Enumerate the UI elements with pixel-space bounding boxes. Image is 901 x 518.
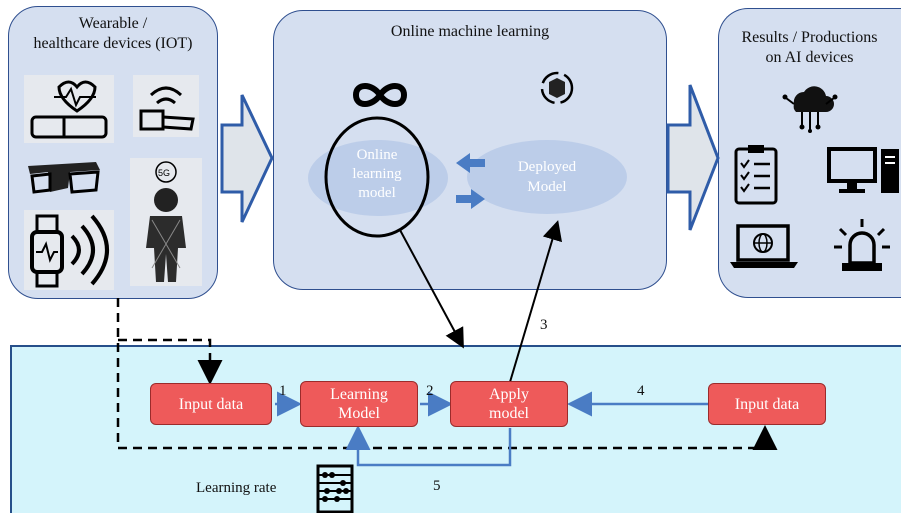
online-model-line3: model — [358, 185, 396, 201]
results-title: Results / Productions on AI devices — [718, 28, 901, 68]
apply-model-line2: model — [489, 405, 529, 422]
deployed-model-label: Deployed Model — [497, 157, 597, 197]
deployed-model-blob — [467, 140, 627, 214]
step-5-label: 5 — [433, 478, 441, 494]
5g-person-icon: 5G — [130, 158, 202, 286]
online-learning-title: Online machine learning — [390, 23, 550, 40]
input-data-left-label: Input data — [178, 395, 244, 413]
apply-model-box: Apply model — [450, 381, 568, 427]
results-title-line2: on AI devices — [765, 49, 854, 66]
abacus-icon — [315, 463, 355, 514]
deployed-model-line1: Deployed — [517, 159, 577, 175]
learning-model-box: Learning Model — [300, 381, 418, 427]
results-panel — [718, 8, 901, 298]
svg-text:5G: 5G — [158, 168, 170, 178]
input-data-right-label: Input data — [734, 395, 800, 413]
cloud-network-icon — [780, 78, 840, 133]
infinity-icon — [350, 80, 410, 110]
online-to-results-arrow — [666, 84, 720, 231]
devices-to-online-arrow — [220, 94, 274, 223]
heart-rate-wristband-icon — [24, 75, 114, 143]
desktop-computer-icon — [825, 145, 901, 195]
apply-model-line1: Apply — [489, 386, 529, 403]
online-to-deploy-arrow — [456, 189, 485, 209]
smart-band-wireless-icon — [133, 75, 199, 137]
input-data-left-box: Input data — [150, 383, 272, 425]
input-data-right-box: Input data — [708, 383, 826, 425]
clipboard-checklist-icon — [732, 143, 780, 205]
alarm-siren-icon — [832, 215, 892, 275]
online-model-blob — [308, 140, 448, 216]
step-3-label: 3 — [540, 317, 548, 333]
step-4-label: 4 — [637, 383, 645, 399]
step-2-label: 2 — [426, 383, 434, 399]
3d-glasses-icon — [24, 158, 104, 198]
laptop-globe-icon — [728, 222, 800, 272]
smartwatch-signal-icon — [24, 210, 114, 290]
online-model-line1: Online — [356, 147, 398, 163]
deploy-to-online-arrow — [456, 153, 485, 173]
online-model-circle — [324, 116, 430, 238]
deployed-model-line2: Model — [527, 179, 567, 195]
results-title-line1: Results / Productions — [741, 29, 878, 46]
devices-title: Wearable / healthcare devices (IOT) — [8, 14, 218, 54]
learning-rate-label: Learning rate — [196, 480, 277, 496]
deploy-cycle-box-icon — [537, 68, 577, 108]
step-1-label: 1 — [279, 383, 287, 399]
learning-model-line1: Learning — [330, 386, 388, 403]
devices-title-line2: healthcare devices (IOT) — [33, 35, 193, 52]
online-model-label: Online learning model — [327, 146, 427, 203]
online-model-line2: learning — [352, 166, 402, 182]
learning-model-line2: Model — [338, 405, 380, 422]
devices-title-line1: Wearable / — [78, 15, 148, 32]
